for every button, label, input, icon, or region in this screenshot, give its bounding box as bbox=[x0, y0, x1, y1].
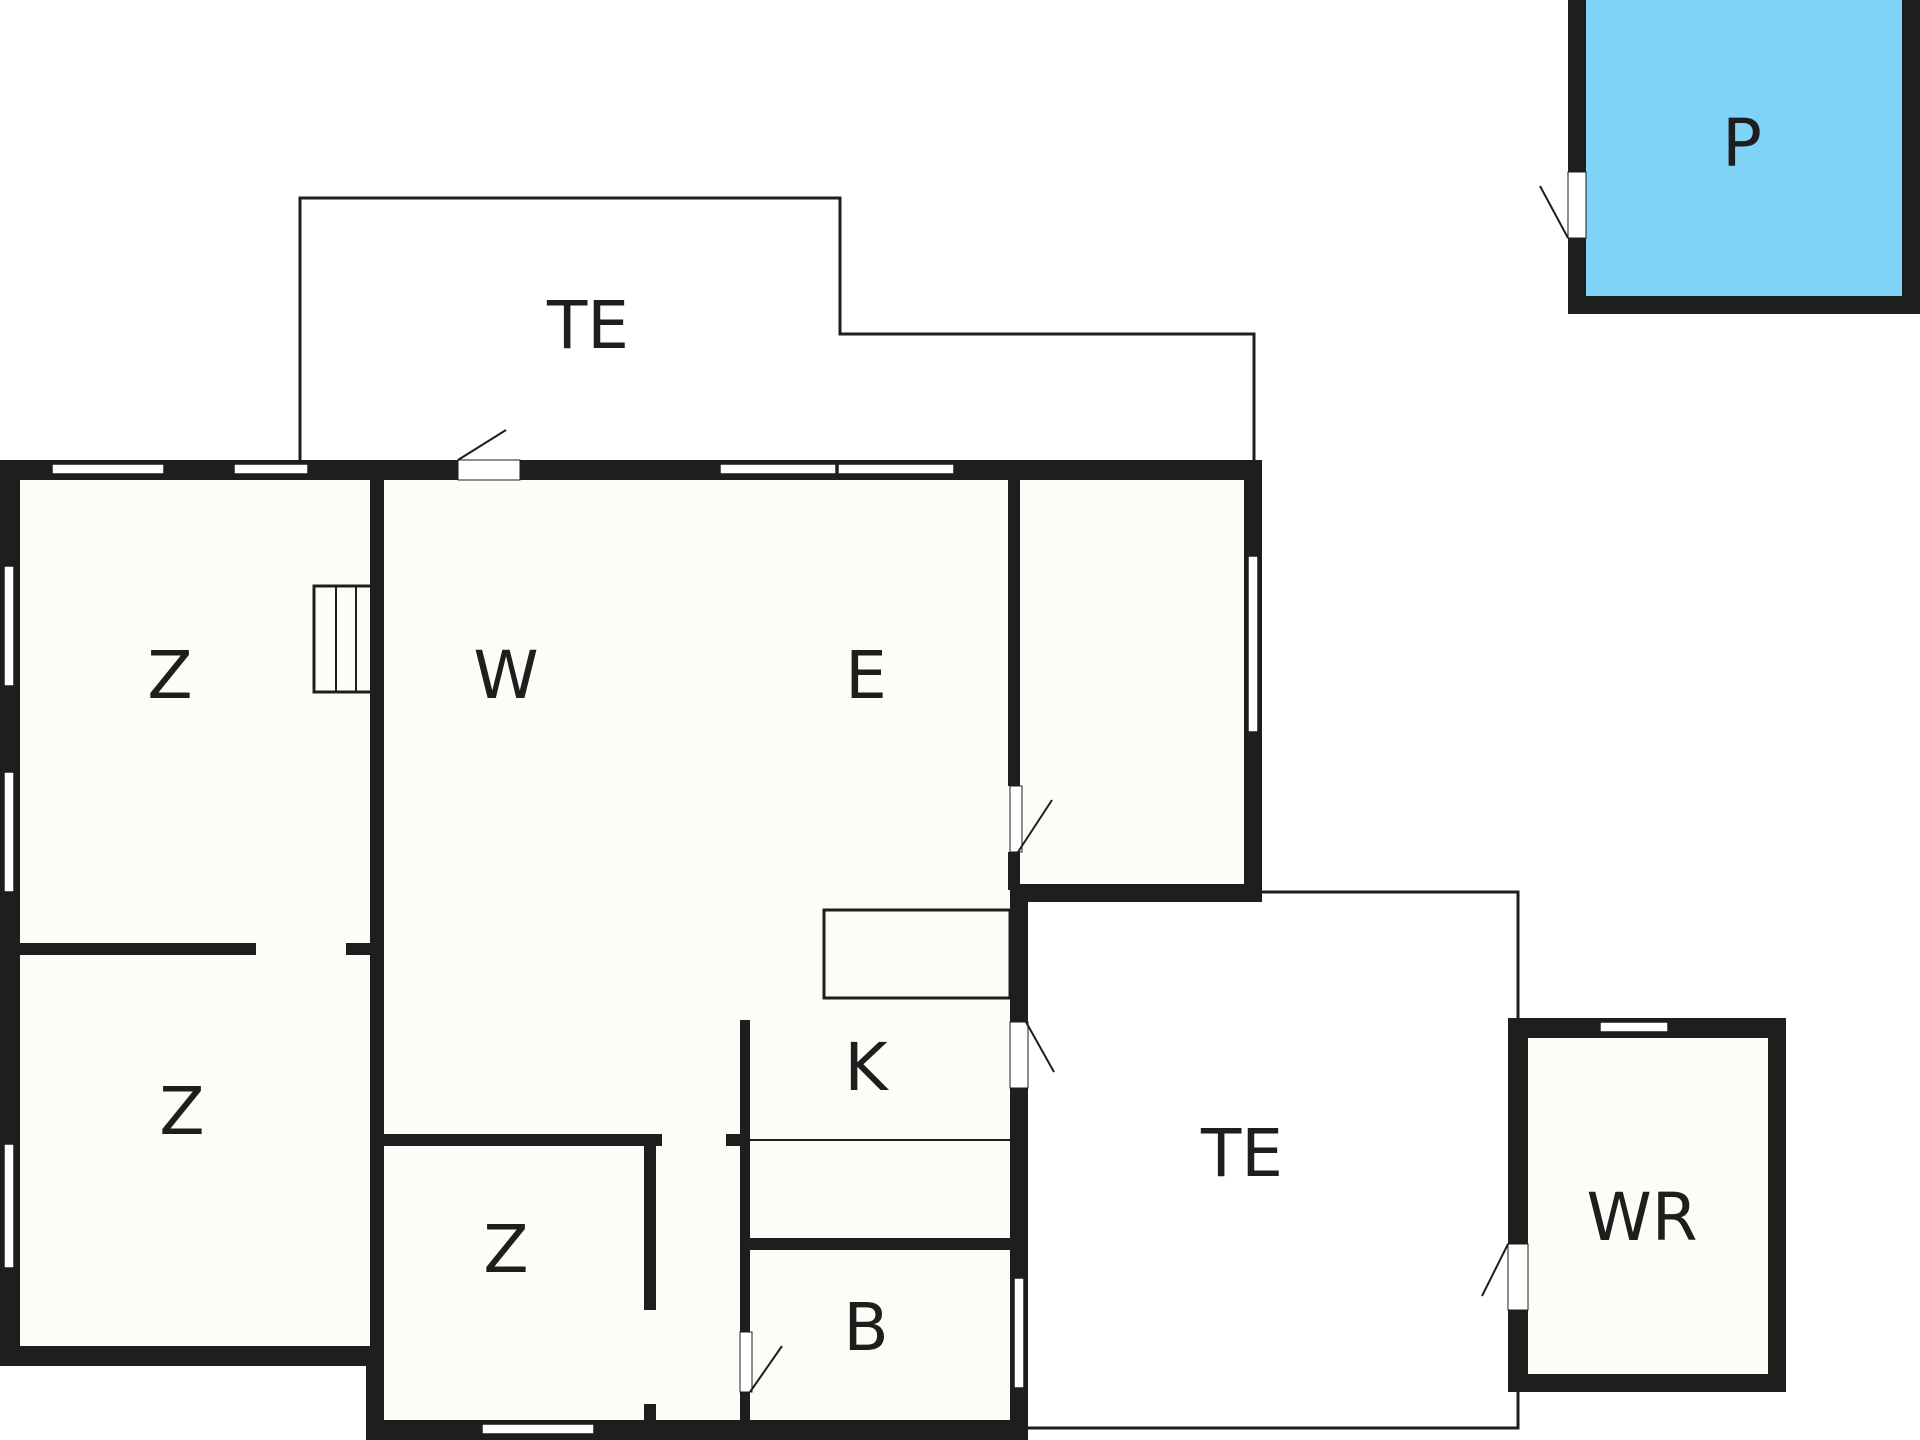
room-label-bedroom-3: Z bbox=[483, 1211, 528, 1288]
room-label-terrace-right: TE bbox=[1200, 1115, 1283, 1192]
house-floor bbox=[6, 466, 1258, 1432]
room-label-bedroom-1: Z bbox=[147, 637, 192, 714]
room-label-utility: WR bbox=[1586, 1179, 1697, 1256]
windows bbox=[3, 463, 1669, 1435]
stairs bbox=[312, 584, 384, 694]
room-label-kitchen: K bbox=[844, 1029, 889, 1106]
terrace-top-area bbox=[298, 196, 1256, 468]
room-label-dining: E bbox=[845, 637, 887, 714]
room-label-living: W bbox=[473, 637, 538, 714]
room-label-pool: P bbox=[1722, 105, 1762, 182]
room-label-terrace-top: TE bbox=[546, 287, 629, 364]
utility-floor bbox=[1512, 1022, 1782, 1384]
kitchen-counter bbox=[822, 908, 1012, 1000]
pool-area bbox=[1572, 0, 1904, 304]
room-label-bedroom-2: Z bbox=[159, 1073, 204, 1150]
room-label-bath: B bbox=[843, 1289, 888, 1366]
doors bbox=[457, 171, 1587, 1393]
